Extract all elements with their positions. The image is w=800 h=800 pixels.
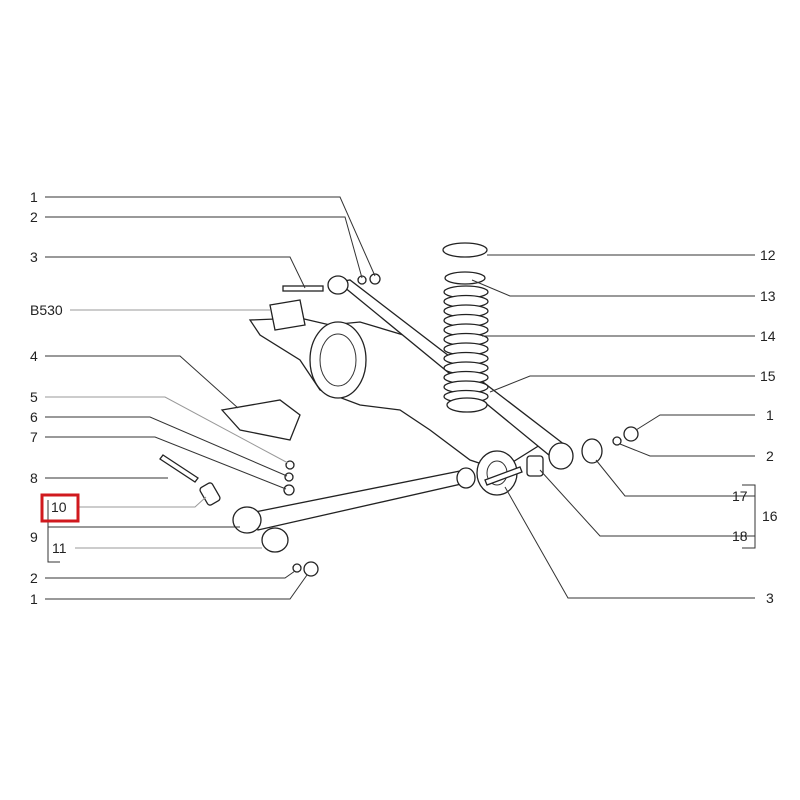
label-14: 14 bbox=[760, 328, 776, 344]
bolt-8 bbox=[159, 454, 199, 483]
label-8: 8 bbox=[30, 470, 38, 486]
spring-pad bbox=[444, 271, 486, 285]
label-15: 15 bbox=[760, 368, 776, 384]
leader-lines bbox=[45, 196, 756, 600]
axle-housing bbox=[248, 317, 541, 496]
label-b530: B530 bbox=[30, 302, 63, 318]
label-3-right: 3 bbox=[766, 590, 774, 606]
label-10[interactable]: 10 bbox=[51, 499, 67, 515]
label-2: 2 bbox=[30, 209, 38, 225]
label-4: 4 bbox=[30, 348, 38, 364]
label-16: 16 bbox=[762, 508, 778, 524]
sleeve-10 bbox=[199, 482, 221, 506]
label-1-lower: 1 bbox=[30, 591, 38, 607]
label-9: 9 bbox=[30, 529, 38, 545]
label-18: 18 bbox=[732, 528, 748, 544]
left-labels: 1 2 3 B530 4 5 6 7 8 10 9 11 2 1 bbox=[30, 189, 80, 607]
label-17: 17 bbox=[732, 488, 748, 504]
spring-seat-top bbox=[442, 242, 488, 258]
bolt-3 bbox=[282, 285, 324, 292]
bracket-4 bbox=[220, 399, 301, 441]
bushing-17 bbox=[581, 438, 603, 464]
sleeve-18 bbox=[526, 455, 544, 477]
highlight-box bbox=[40, 493, 80, 523]
label-2-lower: 2 bbox=[30, 570, 38, 586]
label-13: 13 bbox=[760, 288, 776, 304]
label-6: 6 bbox=[30, 409, 38, 425]
label-12: 12 bbox=[760, 247, 776, 263]
lower-arm bbox=[232, 467, 476, 534]
bolt-3-right bbox=[484, 466, 523, 486]
small-parts bbox=[159, 273, 639, 577]
label-1: 1 bbox=[30, 189, 38, 205]
bushing-11 bbox=[261, 527, 289, 553]
label-5: 5 bbox=[30, 389, 38, 405]
coil-spring bbox=[443, 285, 489, 404]
label-2-right: 2 bbox=[766, 448, 774, 464]
label-1-right: 1 bbox=[766, 407, 774, 423]
spring-seat-bottom bbox=[446, 397, 488, 413]
label-3: 3 bbox=[30, 249, 38, 265]
bracket-B530 bbox=[269, 299, 306, 331]
label-7: 7 bbox=[30, 429, 38, 445]
right-labels: 12 13 14 15 1 2 17 16 18 3 bbox=[732, 247, 778, 606]
label-11: 11 bbox=[52, 540, 67, 556]
